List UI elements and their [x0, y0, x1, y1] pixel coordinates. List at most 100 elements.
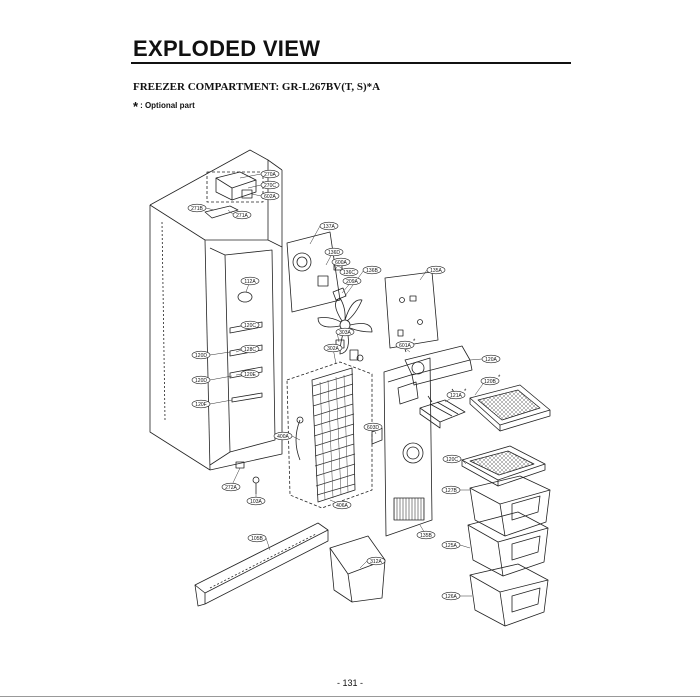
svg-text:271B: 271B	[191, 206, 203, 212]
leader-lines	[205, 173, 486, 597]
svg-text:103A: 103A	[250, 499, 262, 505]
svg-text:270C: 270C	[264, 183, 276, 189]
optional-marker-601a: *	[413, 339, 416, 345]
callout-103a: 103A	[246, 496, 266, 506]
svg-text:209A: 209A	[346, 279, 358, 285]
water-tank-cover	[329, 535, 386, 603]
screw-part	[252, 476, 260, 494]
callout-271a: 271A	[232, 210, 252, 220]
bottom-rule	[0, 696, 700, 697]
page-number: - 131 -	[336, 678, 363, 688]
callout-136c: 136C	[339, 267, 359, 277]
callout-112a: 112A	[240, 276, 260, 286]
svg-text:126A: 126A	[445, 594, 457, 600]
section-subtitle: FREEZER COMPARTMENT: GR-L267BV(T, S)*A	[133, 81, 381, 93]
svg-text:312A: 312A	[370, 559, 382, 565]
svg-text:135B: 135B	[420, 533, 432, 539]
svg-text:127B: 127B	[445, 488, 457, 494]
glass-shelf-lower	[461, 445, 546, 487]
svg-text:128C: 128C	[244, 347, 256, 353]
callout-105b: 105B	[247, 533, 267, 543]
callout-406a: 406A	[332, 500, 352, 510]
callout-302a: 302A	[323, 343, 343, 353]
callout-602a: 602A	[260, 191, 280, 201]
callout-120d-lower: 120D	[191, 375, 211, 385]
callout-128c: 128C	[240, 344, 260, 354]
optional-markers: * * *	[413, 339, 501, 395]
svg-text:406A: 406A	[336, 503, 348, 509]
callout-603d: 603D	[363, 422, 383, 432]
svg-text:303A: 303A	[339, 330, 351, 336]
svg-text:120B: 120B	[484, 379, 496, 385]
svg-text:602A: 602A	[264, 194, 276, 200]
callout-209a: 209A	[342, 276, 362, 286]
svg-text:120F: 120F	[195, 402, 206, 408]
storage-bin-upper	[469, 475, 551, 537]
svg-text:603D: 603D	[367, 425, 379, 431]
svg-text:400A: 400A	[277, 434, 289, 440]
freezer-cabinet	[149, 149, 283, 471]
page-title: EXPLODED VIEW	[133, 36, 321, 61]
callout-270c: 270C	[260, 180, 280, 190]
callout-135b: 135B	[416, 530, 436, 540]
svg-text:271A: 271A	[236, 213, 248, 219]
callout-270a: 270A	[260, 169, 280, 179]
svg-text:270A: 270A	[264, 172, 276, 178]
svg-text:120A: 120A	[485, 357, 497, 363]
callout-127b: 127B	[441, 485, 461, 495]
fan-blade	[317, 287, 373, 355]
svg-text:105B: 105B	[251, 536, 263, 542]
callout-125a: 125A	[441, 540, 461, 550]
svg-text:136B: 136B	[366, 268, 378, 274]
callout-120c-lower: 120C	[442, 454, 462, 464]
shelf-rails	[229, 291, 263, 469]
air-duct-assembly	[383, 357, 433, 537]
callout-120f: 120F	[191, 399, 211, 409]
callout-120d-upper: 120D	[191, 350, 211, 360]
callout-312a: 312A	[366, 556, 386, 566]
callout-121a: 121A	[446, 390, 466, 400]
optional-note-text: : Optional part	[140, 101, 195, 110]
fan-motor-bracket	[286, 231, 343, 313]
title-rule	[131, 62, 571, 64]
svg-text:601A: 601A	[399, 343, 411, 349]
callout-120a: 120A	[481, 354, 501, 364]
callout-600a: 600A	[331, 257, 351, 267]
svg-text:136C: 136C	[343, 270, 355, 276]
svg-text:136D: 136D	[328, 250, 340, 256]
svg-text:120E: 120E	[244, 372, 256, 378]
optional-marker-120b: *	[498, 375, 501, 381]
callout-136b: 136B	[362, 265, 382, 275]
callout-135a: 135A	[426, 265, 446, 275]
callout-120c-upper: 120C	[240, 320, 260, 330]
svg-text:120D: 120D	[195, 378, 207, 384]
svg-text:272A: 272A	[225, 485, 237, 491]
callout-303a: 303A	[335, 327, 355, 337]
rear-cover-plate	[356, 271, 439, 362]
callout-400a: 400A	[273, 431, 293, 441]
optional-marker: *	[133, 99, 139, 114]
callout-601a: 601A	[395, 340, 415, 350]
svg-text:302A: 302A	[327, 346, 339, 352]
storage-bin-middle	[467, 511, 549, 577]
svg-text:137A: 137A	[323, 224, 335, 230]
optional-part-note: *: Optional part	[133, 99, 195, 114]
svg-text:125A: 125A	[445, 543, 457, 549]
optional-marker-121a: *	[464, 389, 467, 395]
svg-text:120C: 120C	[244, 323, 256, 329]
svg-text:600A: 600A	[335, 260, 347, 266]
callout-126a: 126A	[441, 591, 461, 601]
svg-text:121A: 121A	[450, 393, 462, 399]
callout-272a: 272A	[221, 482, 241, 492]
svg-text:135A: 135A	[430, 268, 442, 274]
callout-271b: 271B	[187, 203, 207, 213]
callout-137a: 137A	[319, 221, 339, 231]
ice-maker-control-assembly	[204, 171, 264, 219]
bottom-cover-duct	[194, 522, 329, 607]
callout-136d: 136D	[324, 247, 344, 257]
svg-text:120D: 120D	[195, 353, 207, 359]
glass-shelf-upper	[469, 384, 551, 432]
lamp-housing	[403, 343, 473, 386]
